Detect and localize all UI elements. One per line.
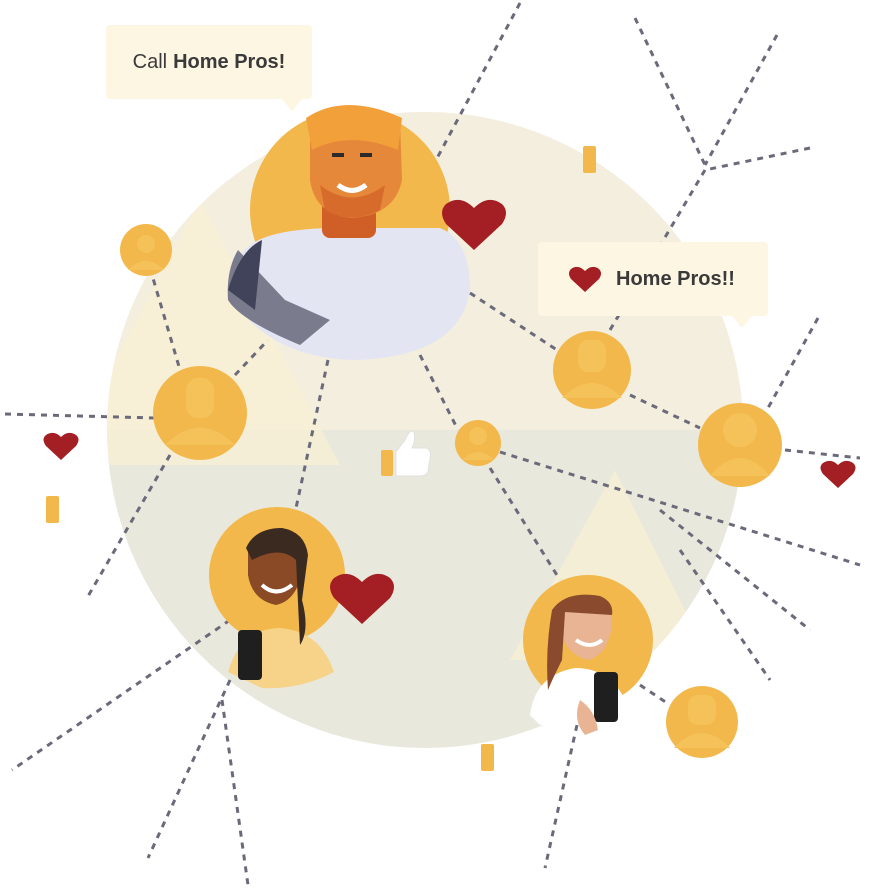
avatar-small-5 bbox=[698, 403, 782, 487]
avatar-small-3 bbox=[553, 331, 631, 409]
network-lines bbox=[4, 2, 861, 886]
heart-icon bbox=[442, 199, 506, 250]
avatar-small-1 bbox=[120, 224, 172, 276]
heart-icon bbox=[820, 460, 856, 488]
bubble-call-strong: Home Pros! bbox=[173, 50, 286, 73]
bubble-home-strong: Home Pros!! bbox=[616, 267, 735, 290]
avatar-small-6 bbox=[666, 686, 738, 758]
tag-marker bbox=[481, 744, 494, 771]
thumbs-up-icon bbox=[381, 430, 431, 477]
bubble-call-prefix: Call bbox=[132, 50, 168, 73]
tag-marker bbox=[583, 146, 596, 173]
speech-bubble-call: Call Home Pros! bbox=[106, 25, 312, 111]
heart-icon bbox=[43, 432, 79, 460]
avatar-small-4 bbox=[455, 420, 501, 466]
avatar-small-2 bbox=[153, 366, 247, 460]
heart-icon bbox=[330, 573, 394, 624]
tag-marker bbox=[46, 496, 59, 523]
bg-triangle-left bbox=[107, 200, 340, 465]
avatar-woman-1 bbox=[209, 507, 345, 689]
avatar-man bbox=[227, 105, 470, 360]
heart-icon bbox=[569, 266, 601, 292]
speech-bubble-home: Home Pros!! bbox=[538, 242, 768, 328]
avatar-woman-2 bbox=[523, 575, 653, 735]
